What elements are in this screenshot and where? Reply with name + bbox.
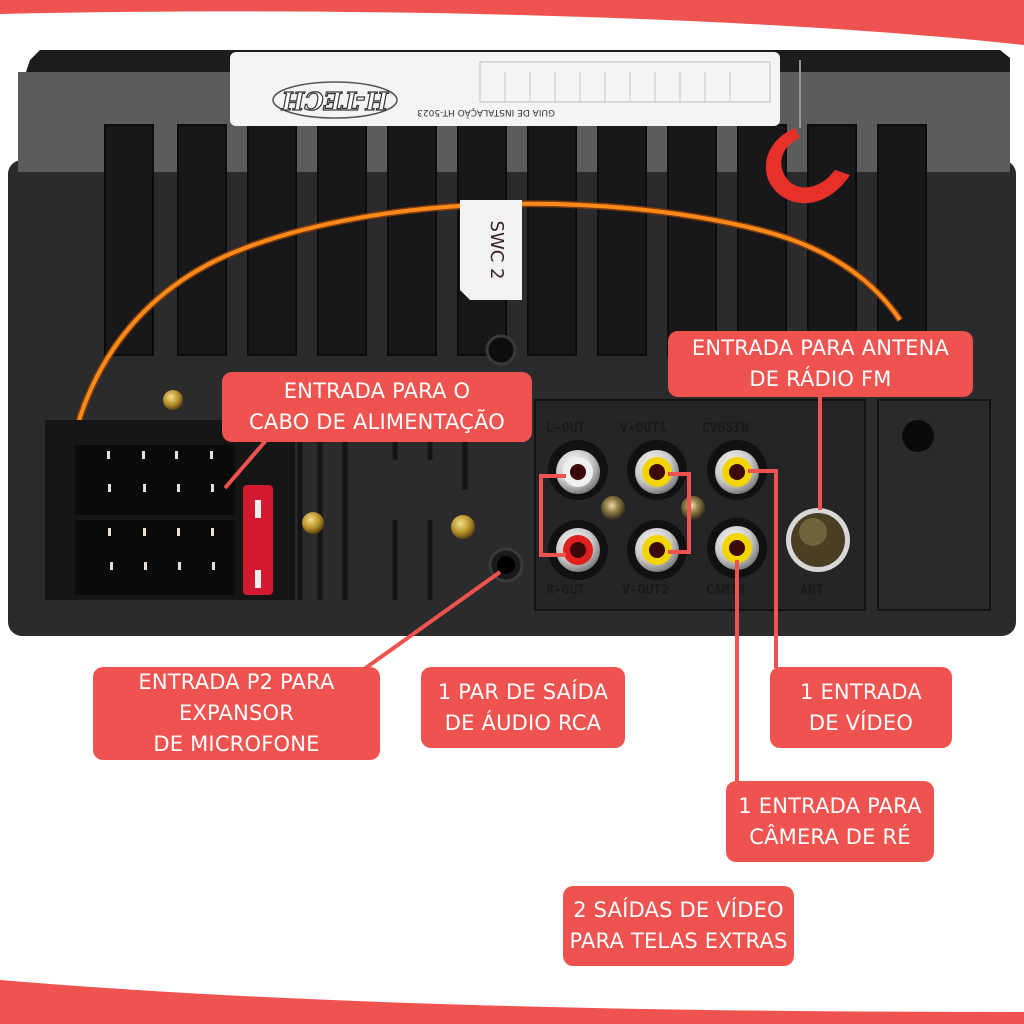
callout-text: DE ÁUDIO RCA: [444, 710, 602, 735]
callout-text: DE VÍDEO: [808, 710, 914, 735]
port-label-cam-in: CAMIN: [706, 583, 745, 598]
rear-mount-hole: [902, 420, 934, 452]
rca-jack-v-out1: [627, 440, 687, 500]
callout-text: ENTRADA PARA ANTENA: [691, 336, 950, 360]
callout-text: ENTRADA PARA O: [283, 379, 471, 403]
screw: [163, 390, 183, 410]
port-label-r-out: R-OUT: [546, 583, 585, 598]
rca-jack-v-out2: [627, 520, 687, 580]
callout-text: CABO DE ALIMENTAÇÃO: [249, 410, 505, 434]
heatsink-fins: [104, 124, 927, 356]
callout-text: 2 SAÍDAS DE VÍDEO: [573, 898, 784, 922]
callout-power-cable: ENTRADA PARA O CABO DE ALIMENTAÇÃO: [222, 372, 532, 442]
callout-text: DE MICROFONE: [153, 732, 320, 756]
screw: [681, 496, 705, 520]
callout-text: 1 ENTRADA: [800, 679, 922, 704]
callout-text: PARA TELAS EXTRAS: [569, 929, 788, 953]
fm-antenna-jack: [786, 508, 850, 572]
callout-audio-rca: 1 PAR DE SAÍDA DE ÁUDIO RCA: [421, 667, 625, 748]
rca-jack-r-out: [548, 520, 608, 580]
brand-logo: H-TECH: [272, 81, 398, 119]
port-label-ant: ANT: [800, 583, 824, 598]
swc-wire-tag: SWC 2: [460, 200, 522, 300]
rca-jack-l-out: [548, 440, 608, 500]
port-label-cvbs-in: CVBSIN: [702, 421, 749, 436]
callout-text: 1 PAR DE SAÍDA: [437, 679, 609, 704]
rca-jack-cam-in: [707, 518, 767, 578]
callout-text: EXPANSOR: [178, 701, 295, 725]
rca-jack-cvbs-in: [707, 440, 767, 500]
callout-text: DE RÁDIO FM: [749, 367, 892, 391]
callout-fm-antenna: ENTRADA PARA ANTENA DE RÁDIO FM: [668, 331, 973, 397]
sticker-text: GUIA DE INSTALAÇÃO HT-5023: [417, 107, 555, 118]
screw: [451, 515, 475, 539]
callout-p2-mic: ENTRADA P2 PARA EXPANSOR DE MICROFONE: [93, 667, 380, 760]
top-swoosh: [0, 0, 1024, 45]
svg-text:H-TECH: H-TECH: [280, 86, 389, 115]
callout-text: CÂMERA DE RÉ: [749, 824, 911, 849]
svg-text:SWC 2: SWC 2: [486, 221, 507, 280]
port-label-l-out: L-OUT: [546, 421, 585, 436]
bottom-swoosh: [0, 980, 1024, 1024]
callout-text: ENTRADA P2 PARA: [138, 670, 335, 694]
port-label-v-out1: V-OUT1: [620, 421, 667, 436]
screw: [302, 512, 324, 534]
callout-rear-camera: 1 ENTRADA PARA CÂMERA DE RÉ: [726, 781, 934, 862]
callout-video-out: 2 SAÍDAS DE VÍDEO PARA TELAS EXTRAS: [563, 886, 794, 966]
port-label-v-out2: V-OUT2: [622, 583, 669, 598]
red-hook-tag: [765, 60, 850, 204]
callout-video-in: 1 ENTRADA DE VÍDEO: [770, 667, 952, 748]
callout-text: 1 ENTRADA PARA: [738, 793, 922, 818]
fuse: [243, 485, 273, 595]
screw: [601, 496, 625, 520]
mount-hole: [485, 334, 517, 366]
